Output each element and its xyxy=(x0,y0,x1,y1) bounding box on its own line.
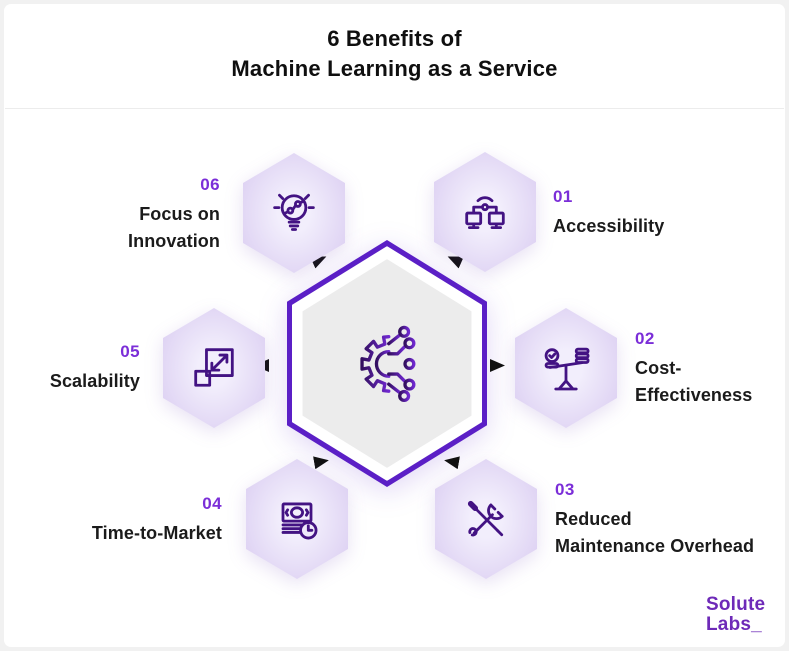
lightbulb-idea-icon xyxy=(273,193,315,231)
benefit-hexagon-cost xyxy=(515,308,617,428)
benefit-label: Reduced Maintenance Overhead xyxy=(555,509,755,556)
benefit-number: 05 xyxy=(120,342,140,361)
benefit-number: 02 xyxy=(635,329,655,348)
benefit-text-scalability: 05 Scalability xyxy=(50,341,140,395)
benefit-label: Focus on Innovation xyxy=(128,204,220,251)
center-hexagon xyxy=(287,240,487,487)
hexagon-background xyxy=(243,153,345,273)
benefit-number: 04 xyxy=(202,494,222,513)
connected-devices-wifi-icon xyxy=(465,196,505,230)
benefit-hexagon-innovation xyxy=(243,153,345,273)
benefit-text-cost: 02 Cost- Effectiveness xyxy=(635,328,752,409)
balance-scale-coins-icon xyxy=(544,347,590,391)
logo-line-2: Labs_ xyxy=(706,614,762,635)
hexagon-background xyxy=(434,152,536,272)
benefit-label: Time-to-Market xyxy=(91,523,222,543)
benefit-number: 03 xyxy=(555,480,575,499)
crossed-tools-icon xyxy=(467,500,504,537)
benefit-label: Accessibility xyxy=(553,216,665,236)
machine-learning-gear-circuit-icon xyxy=(360,325,416,402)
solutelabs-logo: Solute Labs_ xyxy=(706,595,765,635)
flow-arrow-icon xyxy=(490,359,505,372)
title-line-2: Machine Learning as a Service xyxy=(231,56,558,81)
benefit-hexagon-maintenance xyxy=(435,459,537,579)
benefit-label: Cost- Effectiveness xyxy=(635,358,753,405)
benefit-text-maintenance: 03 Reduced Maintenance Overhead xyxy=(555,479,754,560)
title-line-1: 6 Benefits of xyxy=(327,26,462,51)
benefit-hexagon-scalability xyxy=(163,308,265,428)
benefit-hexagon-time-to-market xyxy=(246,459,348,579)
banknotes-clock-icon xyxy=(281,502,318,540)
header-divider xyxy=(5,108,784,109)
benefit-text-time-to-market: 04 Time-to-Market xyxy=(92,493,222,547)
page-title: 6 Benefits of Machine Learning as a Serv… xyxy=(0,24,789,84)
benefit-number: 06 xyxy=(200,175,220,194)
logo-line-1: Solute xyxy=(706,594,766,615)
hexagon-background xyxy=(246,459,348,579)
benefit-text-accessibility: 01 Accessibility xyxy=(553,186,664,240)
benefit-label: Scalability xyxy=(49,371,140,391)
benefit-number: 01 xyxy=(553,187,573,206)
benefit-text-innovation: 06 Focus on Innovation xyxy=(128,174,220,255)
benefit-hexagon-accessibility xyxy=(434,152,536,272)
expand-squares-icon xyxy=(194,348,234,387)
